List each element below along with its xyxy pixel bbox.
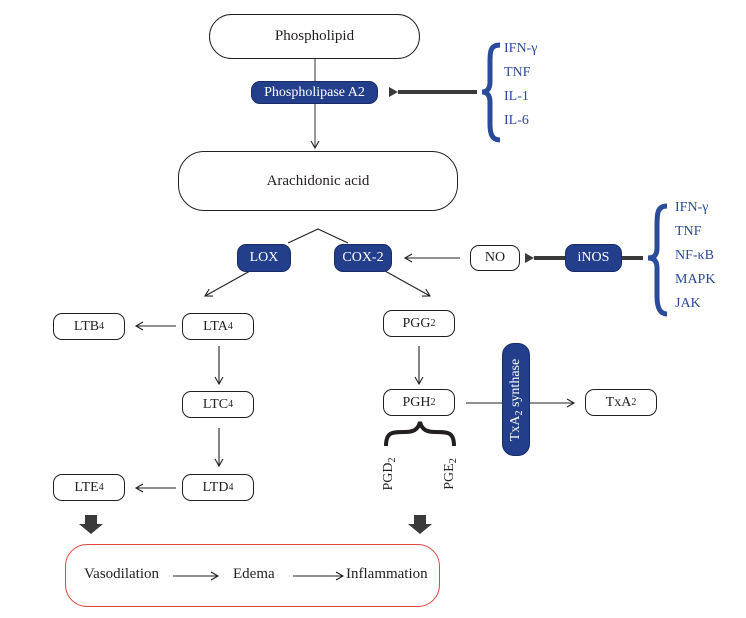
ltc4-base: LTC xyxy=(202,396,229,412)
pgd2-base: PGD xyxy=(381,462,396,491)
down-arrow-prostaglandins xyxy=(408,515,432,534)
down-arrow-leukotrienes xyxy=(79,515,103,534)
txa2-synthase-base: TxA xyxy=(508,415,524,441)
inos-stimulus: IFN-γ xyxy=(675,200,709,215)
fork-arachidonic xyxy=(287,228,349,244)
outcome-vasodilation: Vasodilation xyxy=(84,566,159,582)
brace-pla2-stimuli xyxy=(481,42,501,143)
outcome-edema: Edema xyxy=(233,566,275,582)
txa2-base: TxA xyxy=(605,394,632,410)
enzyme-phospholipase-a2: Phospholipase A2 xyxy=(251,81,378,104)
inos-stimulus: MAPK xyxy=(675,272,716,287)
ltd4-base: LTD xyxy=(202,479,229,495)
node-no: NO xyxy=(470,245,520,271)
pgg2-base: PGG xyxy=(402,315,431,331)
outcome-inflammation: Inflammation xyxy=(346,566,428,582)
txa2-synthase-sub: 2 xyxy=(514,410,526,416)
pla2-stimulus: IL-1 xyxy=(504,89,529,104)
pla2-stimulus: IFN-γ xyxy=(504,41,538,56)
pla2-stimuli-list: IFN-γ TNF IL-1 IL-6 xyxy=(504,37,537,133)
enzyme-lox: LOX xyxy=(237,244,291,272)
inos-stimulus: JAK xyxy=(675,296,701,311)
txa2-synthase-rest: synthase xyxy=(508,358,524,411)
inos-stimuli-list: IFN-γ TNF NF-κB MAPK JAK xyxy=(675,196,715,316)
label-pge2: PGE2 xyxy=(442,454,459,494)
label-pgd2: PGD2 xyxy=(381,454,398,494)
inos-stimulus: NF-κB xyxy=(675,248,714,263)
pla2-stimulus: IL-6 xyxy=(504,113,529,128)
pgh2-base: PGH xyxy=(402,394,431,410)
lte4-base: LTE xyxy=(74,479,99,495)
enzyme-txa2-synthase: TxA2 synthase xyxy=(502,343,530,456)
arrow-cox2-pgg2 xyxy=(384,270,431,297)
pge2-sub: 2 xyxy=(448,458,459,464)
node-arachidonic-acid: Arachidonic acid xyxy=(178,151,458,211)
brace-pgh2-products xyxy=(384,421,456,447)
brace-inos-stimuli xyxy=(647,203,668,317)
arrow-lox-lta4 xyxy=(204,270,251,297)
pge2-base: PGE xyxy=(442,463,457,490)
enzyme-inos: iNOS xyxy=(565,244,622,272)
outcome-box xyxy=(65,544,440,607)
ltb4-base: LTB xyxy=(73,318,100,334)
pgd2-sub: 2 xyxy=(387,457,398,463)
lta4-base: LTA xyxy=(203,318,228,334)
inos-stimulus: TNF xyxy=(675,224,702,239)
pla2-stimulus: TNF xyxy=(504,65,531,80)
txa2-synthase-label: TxA2 synthase xyxy=(508,358,526,441)
node-phospholipid: Phospholipid xyxy=(209,14,420,59)
enzyme-cox-2: COX-2 xyxy=(334,244,392,272)
